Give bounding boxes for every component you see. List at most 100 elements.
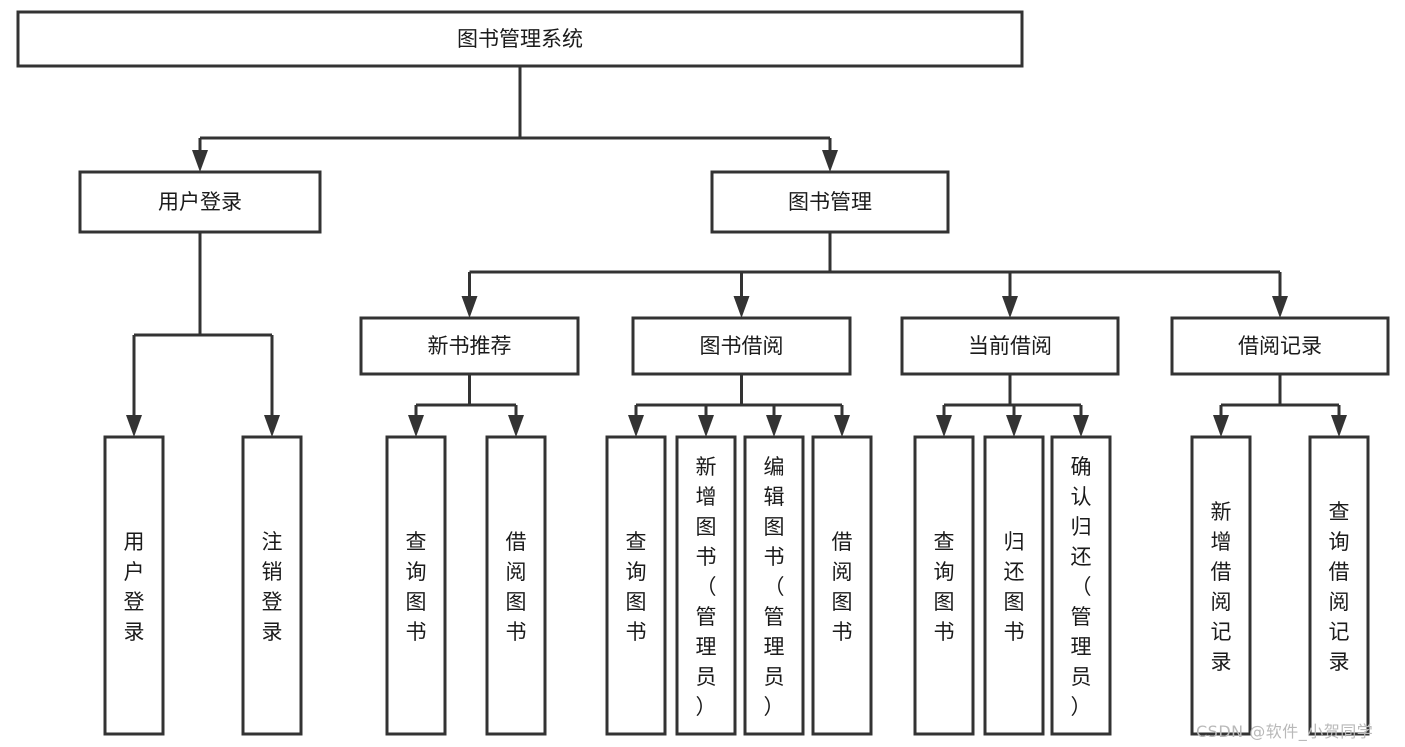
node-label-char: 查 (626, 530, 647, 554)
node-label-char: 还 (1004, 560, 1025, 584)
node-label-char: 图 (764, 515, 785, 539)
node-label-char: 借 (1211, 560, 1232, 584)
node-box[interactable] (1308, 435, 1370, 736)
node-label-char: 认 (1071, 485, 1092, 509)
arrow-head-icon (1213, 415, 1229, 437)
node-box[interactable] (743, 435, 805, 736)
connector-group-root (192, 66, 838, 172)
node-box[interactable] (485, 435, 547, 736)
arrow-head-icon (408, 415, 424, 437)
node-label-char: 还 (1071, 545, 1092, 569)
node-box[interactable] (241, 435, 303, 736)
node-label-char: 理 (696, 635, 717, 659)
arrow-head-icon (1331, 415, 1347, 437)
arrow-head-icon (766, 415, 782, 437)
node-label-char: 录 (124, 620, 145, 644)
node-n-book-borrow[interactable]: 图书借阅 (631, 316, 852, 376)
arrow-head-icon (126, 415, 142, 437)
node-label-char: 管 (764, 605, 785, 629)
node-n-current-borrow[interactable]: 当前借阅 (900, 316, 1120, 376)
node-label-char: 员 (764, 665, 785, 689)
node-n-borrow-record[interactable]: 借阅记录 (1170, 316, 1390, 376)
node-box[interactable] (78, 170, 322, 234)
node-n-user-login[interactable]: 用户登录 (78, 170, 322, 234)
node-box[interactable] (605, 435, 667, 736)
node-label-char: 户 (124, 560, 145, 584)
node-label-char: 书 (406, 620, 427, 644)
node-label-char: 理 (764, 635, 785, 659)
node-box[interactable] (811, 435, 873, 736)
node-box[interactable] (1050, 435, 1112, 736)
node-label-char: 记 (1329, 620, 1350, 644)
node-label-char: 询 (406, 560, 427, 584)
node-label-char: 查 (406, 530, 427, 554)
node-label-char: 新 (1211, 500, 1232, 524)
node-label: 图书管理系统 (457, 27, 583, 51)
arrow-head-icon (822, 150, 838, 172)
arrow-head-icon (1006, 415, 1022, 437)
node-label-char: （ (764, 575, 785, 599)
node-box[interactable] (983, 435, 1045, 736)
node-leaf-user-login[interactable]: 用户登录 (103, 435, 165, 736)
arrow-head-icon (698, 415, 714, 437)
node-root-root[interactable]: 图书管理系统 (16, 10, 1024, 68)
node-label-char: 借 (506, 530, 527, 554)
node-label-char: 图 (1004, 590, 1025, 614)
connector-group-n-book-manage (461, 232, 1288, 318)
node-box[interactable] (16, 10, 1024, 68)
arrow-head-icon (192, 150, 208, 172)
node-label-char: 书 (764, 545, 785, 569)
node-label-char: （ (1071, 575, 1092, 599)
node-label-char: ） (1071, 695, 1092, 719)
node-box[interactable] (359, 316, 580, 376)
node-label-char: 录 (262, 620, 283, 644)
node-label-char: 书 (832, 620, 853, 644)
node-n-new-book-rec[interactable]: 新书推荐 (359, 316, 580, 376)
node-label: 用户登录 (158, 190, 242, 214)
node-box[interactable] (675, 435, 737, 736)
node-box[interactable] (103, 435, 165, 736)
connectors-layer (126, 66, 1347, 437)
connector-group-n-user-login (126, 232, 280, 437)
node-label: 借阅记录 (1238, 334, 1322, 358)
node-label-char: 员 (1071, 665, 1092, 689)
node-label-char: 管 (1071, 605, 1092, 629)
connector-group-n-borrow-record (1213, 374, 1347, 437)
node-box[interactable] (900, 316, 1120, 376)
node-box[interactable] (631, 316, 852, 376)
node-label-char: 借 (832, 530, 853, 554)
node-label-char: 归 (1004, 530, 1025, 554)
node-box[interactable] (385, 435, 447, 736)
node-box[interactable] (913, 435, 975, 736)
node-box[interactable] (1190, 435, 1252, 736)
node-label-char: 询 (1329, 530, 1350, 554)
node-label-char: 图 (696, 515, 717, 539)
node-box[interactable] (710, 170, 950, 234)
node-label-char: 登 (124, 590, 145, 614)
node-label-char: 员 (696, 665, 717, 689)
node-n-book-manage[interactable]: 图书管理 (710, 170, 950, 234)
node-label-char: 阅 (832, 560, 853, 584)
node-label-char: 图 (626, 590, 647, 614)
node-box[interactable] (1170, 316, 1390, 376)
node-label-char: 图 (832, 590, 853, 614)
node-label-char: 归 (1071, 515, 1092, 539)
node-label-char: 查 (1329, 500, 1350, 524)
node-label-char: 书 (934, 620, 955, 644)
node-label-char: 录 (1211, 650, 1232, 674)
node-label: 当前借阅 (968, 334, 1052, 358)
node-label-char: 借 (1329, 560, 1350, 584)
